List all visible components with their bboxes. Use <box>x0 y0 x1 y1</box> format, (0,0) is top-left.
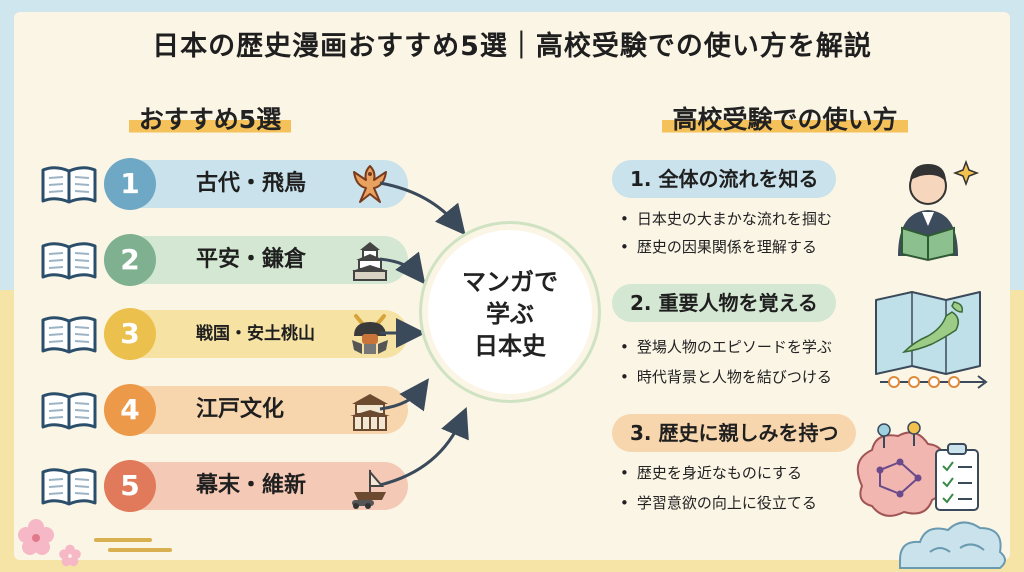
period-pill: 2 平安・鎌倉 <box>104 234 408 286</box>
phoenix-icon <box>353 165 387 203</box>
usage-bullet: 登場人物のエピソードを学ぶ <box>620 336 832 357</box>
cherry-blossom-icon <box>18 519 81 567</box>
period-label: 戦国・安土桃山 <box>196 324 315 344</box>
period-label: 古代・飛鳥 <box>196 171 307 196</box>
right-section-title: 高校受験での使い方 <box>600 100 970 136</box>
samurai-helmet-icon <box>352 314 388 354</box>
usage-bullet: 時代背景と人物を結びつける <box>620 366 832 387</box>
cloud-line-decoration <box>94 538 172 552</box>
edo-building-icon <box>350 394 390 431</box>
usage-bullet: 歴史の因果関係を理解する <box>620 236 817 257</box>
period-item-1: 1 古代・飛鳥 <box>40 156 408 210</box>
arrow-1 <box>379 181 466 236</box>
period-label: 平安・鎌倉 <box>196 247 307 272</box>
usage-bullet: 学習意欲の向上に役立てる <box>620 492 817 513</box>
period-pill: 5 幕末・維新 <box>104 460 408 512</box>
japan-map-icon <box>875 291 988 389</box>
arrow-4 <box>379 378 429 412</box>
usage-heading-3: 3. 歴史に親しみを持つ <box>612 414 857 452</box>
open-book-icon <box>41 468 97 506</box>
cloud-icon <box>899 521 1006 569</box>
center-line-1: マンガで <box>462 268 558 296</box>
castle-icon <box>352 242 388 281</box>
center-line-2: 学ぶ <box>486 300 534 328</box>
period-number: 4 <box>104 384 156 436</box>
usage-bullet: 日本史の大まかな流れを掴む <box>620 208 832 229</box>
brain-network-icon <box>856 421 948 517</box>
period-item-2: 2 平安・鎌倉 <box>40 232 408 286</box>
center-text: マンガで 学ぶ 日本史 <box>428 266 592 362</box>
usage-bullet: 歴史を身近なものにする <box>620 462 802 483</box>
period-number: 3 <box>104 308 156 360</box>
period-pill: 1 古代・飛鳥 <box>104 158 408 210</box>
period-label: 江戸文化 <box>196 397 285 422</box>
ship-cannon-icon <box>352 469 386 509</box>
period-number: 2 <box>104 234 156 286</box>
open-book-icon <box>41 242 97 280</box>
arrow-5 <box>379 406 469 487</box>
usage-heading-2: 2. 重要人物を覚える <box>612 284 836 322</box>
left-section-title: おすすめ5選 <box>60 100 360 136</box>
usage-heading-1: 1. 全体の流れを知る <box>612 160 837 198</box>
arrow-2 <box>379 251 426 285</box>
period-pill: 3 戦国・安土桃山 <box>104 308 408 360</box>
period-number: 5 <box>104 460 156 512</box>
open-book-icon <box>41 316 97 354</box>
period-item-5: 5 幕末・維新 <box>40 458 408 512</box>
period-item-4: 4 江戸文化 <box>40 382 408 436</box>
open-book-icon <box>41 392 97 430</box>
period-item-3: 3 戦国・安土桃山 <box>40 306 408 360</box>
open-book-icon <box>41 166 97 204</box>
page-title: 日本の歴史漫画おすすめ5選｜高校受験での使い方を解説 <box>152 31 872 62</box>
center-circle: マンガで 学ぶ 日本史 <box>428 230 592 394</box>
checklist-icon <box>935 443 979 511</box>
center-line-3: 日本史 <box>474 332 546 360</box>
period-number: 1 <box>104 158 156 210</box>
period-pill: 4 江戸文化 <box>104 384 408 436</box>
period-label: 幕末・維新 <box>196 473 307 498</box>
student-reading-icon <box>898 159 980 262</box>
